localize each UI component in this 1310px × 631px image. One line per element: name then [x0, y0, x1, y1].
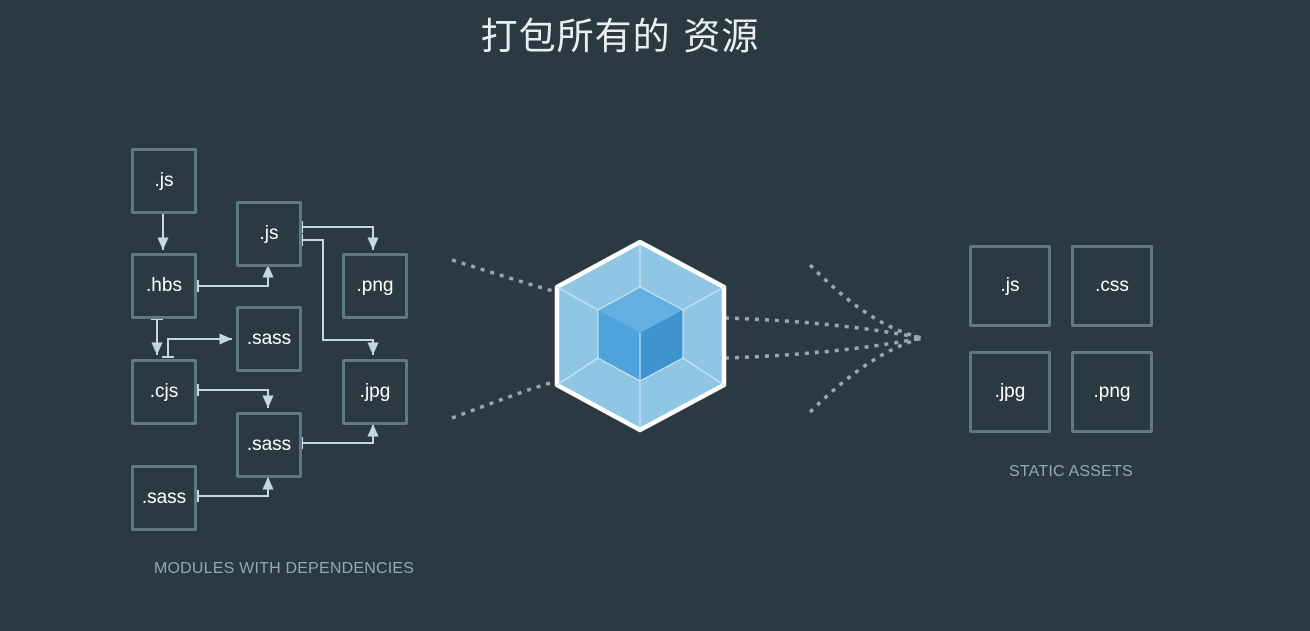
- dotted-out-lower: [724, 336, 923, 360]
- module-js-2: .js: [236, 201, 302, 267]
- webpack-cube-icon: [554, 239, 727, 433]
- asset-css: .css: [1071, 245, 1153, 327]
- arrow-sass-to-sass: [198, 477, 274, 497]
- assets-caption: STATIC ASSETS: [1009, 463, 1133, 480]
- arrow-cjs-to-sass-2: [198, 389, 274, 408]
- arrow-js-to-png: [302, 226, 379, 250]
- dotted-out-upper: [724, 316, 923, 340]
- asset-js: .js: [969, 245, 1051, 327]
- arrow-js-to-jpg: [302, 239, 379, 355]
- module-png: .png: [342, 253, 408, 319]
- module-jpg: .jpg: [342, 359, 408, 425]
- arrow-cjs-to-sass: [167, 333, 232, 357]
- dotted-in-bottom: [451, 378, 561, 420]
- module-js: .js: [131, 148, 197, 214]
- arrow-sass-to-jpg: [302, 424, 379, 444]
- modules-caption: MODULES WITH DEPENDENCIES: [154, 560, 415, 577]
- arrow-hbs-to-js: [198, 265, 274, 287]
- asset-png: .png: [1071, 351, 1153, 433]
- module-sass-left: .sass: [131, 465, 197, 531]
- module-sass-top: .sass: [236, 306, 302, 372]
- asset-jpg: .jpg: [969, 351, 1051, 433]
- module-sass-mid: .sass: [236, 412, 302, 478]
- dotted-in-top: [451, 258, 561, 295]
- page-title: 打包所有的 资源: [480, 15, 760, 58]
- module-cjs: .cjs: [131, 359, 197, 425]
- dotted-arrow-bottom: [808, 336, 923, 414]
- dotted-arrow-top: [808, 263, 923, 340]
- module-hbs: .hbs: [131, 253, 197, 319]
